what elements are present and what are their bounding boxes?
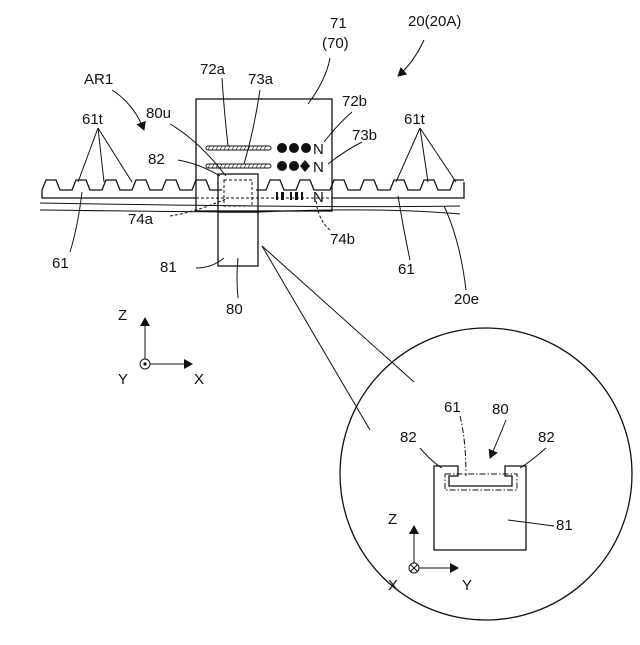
projection-line-lower (262, 246, 370, 430)
marker-lower: N (313, 159, 324, 176)
slider-80 (218, 174, 258, 266)
detail-label-61: 61 (444, 399, 461, 416)
projection-lines (262, 246, 414, 430)
label-71: 71 (330, 15, 347, 32)
leader-61t-right-2 (420, 128, 428, 182)
detail-leader-61 (460, 416, 466, 476)
leader-61t-left-1 (78, 128, 98, 182)
axis-x-main-label: X (194, 371, 204, 388)
label-72a: 72a (200, 61, 226, 78)
slider-inner-dash (224, 180, 252, 206)
detail-arrow-80 (490, 420, 506, 458)
slider-body-81 (218, 212, 258, 266)
label-74a: 74a (128, 211, 154, 228)
code-bar-2 (281, 192, 284, 200)
dot-73b-1 (277, 161, 287, 171)
label-ar1: AR1 (84, 71, 113, 88)
label-61t-right: 61t (404, 111, 426, 128)
axis-z-main-label: Z (118, 307, 127, 324)
detail-label-82-right: 82 (538, 429, 555, 446)
detail-leader-82-left (420, 448, 442, 468)
dot-72b-1 (277, 143, 287, 153)
axes-main: Z Y X (118, 307, 204, 388)
label-73a: 73a (248, 71, 274, 88)
projection-line-upper (262, 246, 414, 382)
detail-axis-z-label: Z (388, 511, 397, 528)
label-61t-left: 61t (82, 111, 104, 128)
label-20e: 20e (454, 291, 479, 308)
label-82: 82 (148, 151, 165, 168)
head-unit-body (196, 99, 332, 211)
detail-label-82-left: 82 (400, 429, 417, 446)
detail-axis-y-label: Y (462, 577, 472, 594)
leader-80 (237, 258, 238, 298)
leader-61t-right-1 (396, 128, 420, 182)
leader-61t-right-3 (420, 128, 456, 182)
dot-72b-3 (301, 143, 311, 153)
detail-slider-outline (434, 466, 526, 550)
label-20a: 20(20A) (408, 13, 461, 30)
detail-circle (340, 328, 632, 620)
detail-leader-81 (508, 520, 554, 526)
rail-61 (42, 180, 464, 198)
rail-teeth-right (256, 180, 464, 190)
rail-edge-left (42, 190, 196, 198)
code-bar-4 (295, 192, 298, 200)
label-72b: 72b (342, 93, 367, 110)
label-70: (70) (322, 35, 349, 52)
code-bar-3 (290, 192, 292, 200)
diamond-73b (300, 160, 310, 172)
axis-y-main-dot (143, 362, 146, 365)
label-81: 81 (160, 259, 177, 276)
head-unit-71: N N N (196, 99, 332, 211)
arrow-ar1 (112, 90, 144, 130)
leader-74a (170, 198, 228, 216)
marker-upper: N (313, 141, 324, 158)
detail-leader-82-right (520, 448, 546, 468)
leader-61-left (70, 192, 82, 252)
detail-view: 61 80 82 82 81 Z X Y (340, 328, 632, 620)
detail-label-80: 80 (492, 401, 509, 418)
marker-bottom: N (313, 189, 324, 206)
label-80u: 80u (146, 105, 171, 122)
leader-73a (244, 90, 260, 164)
code-bar-1 (276, 192, 278, 200)
leader-73b (328, 142, 362, 164)
leader-20e (444, 206, 466, 290)
leader-71 (308, 58, 330, 104)
label-80: 80 (226, 301, 243, 318)
arrow-20a (398, 40, 424, 76)
detail-label-81: 81 (556, 517, 573, 534)
axis-y-main-label: Y (118, 371, 128, 388)
label-61-right: 61 (398, 261, 415, 278)
label-61-left: 61 (52, 255, 69, 272)
code-bar-5 (301, 192, 303, 200)
label-73b: 73b (352, 127, 377, 144)
leader-72b (324, 112, 352, 142)
leader-61-right (398, 196, 410, 260)
detail-axis-x-label: X (388, 577, 398, 594)
dot-73b-2 (289, 161, 299, 171)
leader-72a (222, 78, 228, 146)
dot-72b-2 (289, 143, 299, 153)
label-74b: 74b (330, 231, 355, 248)
